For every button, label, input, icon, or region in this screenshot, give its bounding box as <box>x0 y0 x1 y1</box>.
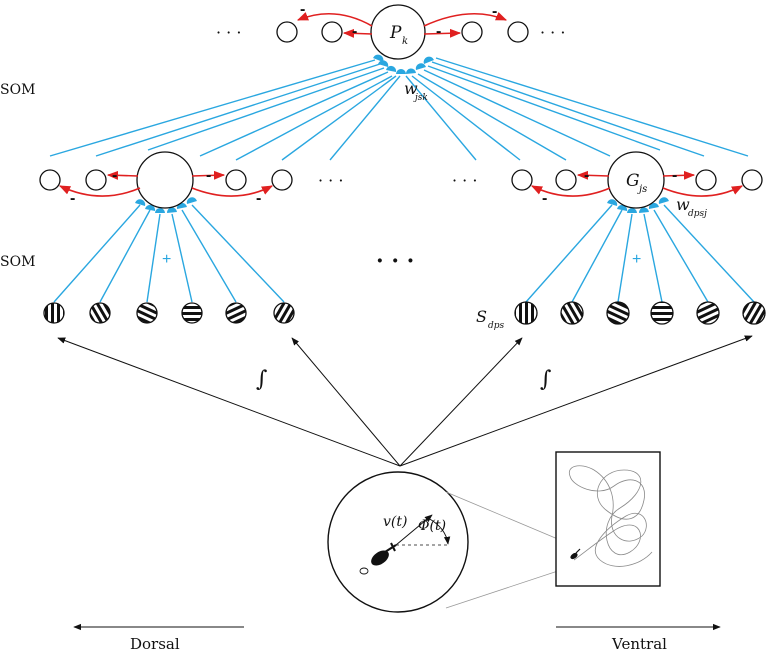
middle-neuron <box>271 169 293 191</box>
ellipsis-center: · · · <box>376 248 414 274</box>
integral-left: ∫ <box>256 367 268 392</box>
w-top-label: w <box>404 79 418 98</box>
trajectory-inset <box>555 451 661 587</box>
input-neuron <box>136 302 158 324</box>
right-som-connections <box>525 204 755 303</box>
excitatory-plus-right: + <box>632 251 641 268</box>
top-neuron <box>321 21 343 43</box>
w-right-subscript: dpsj <box>688 209 707 219</box>
s-label: S <box>476 307 487 326</box>
p-node-synapses <box>373 54 434 74</box>
input-neuron <box>89 302 111 324</box>
middle-neuron <box>39 169 61 191</box>
middle-neuron <box>85 169 107 191</box>
trajectory-path <box>568 465 653 567</box>
velocity-label: v(t) <box>383 514 407 530</box>
w-top-subscript: jsk <box>413 93 428 103</box>
g-node <box>607 151 665 209</box>
ventral-label: Ventral <box>611 635 667 653</box>
left-big-node <box>136 151 194 209</box>
right-node-synapses <box>607 197 669 213</box>
middle-inhibitory-arrows <box>58 170 743 197</box>
p-node-label: P <box>389 23 402 43</box>
inhibitory-minus-signs: - - - - - - - - - - - <box>70 1 677 207</box>
agent-circle <box>327 471 577 613</box>
top-neuron <box>276 21 298 43</box>
minus-sign: - <box>70 190 75 207</box>
som-label-bottom: SOM <box>0 254 35 270</box>
minus-sign: - <box>542 190 547 207</box>
input-neuron <box>514 301 538 325</box>
minus-sign: - <box>112 167 117 184</box>
ellipsis-top-left: · · · <box>216 23 241 42</box>
ellipsis-top-right: · · · <box>540 23 565 42</box>
minus-sign: - <box>436 23 441 40</box>
input-neuron <box>650 301 674 325</box>
g-node-subscript: js <box>637 184 647 195</box>
heading-label: Φ̇(t) <box>418 518 446 534</box>
integration-arrows <box>57 335 753 467</box>
input-neuron <box>742 301 766 325</box>
top-neuron <box>461 21 483 43</box>
top-row <box>276 4 529 60</box>
input-neuron <box>225 302 247 324</box>
minus-sign: - <box>672 167 677 184</box>
minus-sign: - <box>352 23 357 40</box>
g-node-label: G <box>626 171 640 191</box>
middle-neuron <box>695 169 717 191</box>
ellipsis-middle-right: · · · <box>452 171 477 190</box>
input-neuron <box>696 301 720 325</box>
agent-icon <box>359 542 397 575</box>
minus-sign: - <box>492 3 497 20</box>
left-node-synapses <box>135 197 197 213</box>
minus-sign: - <box>256 190 261 207</box>
middle-neuron <box>225 169 247 191</box>
minus-sign: - <box>584 167 589 184</box>
ellipsis-middle-left: · · · <box>318 171 343 190</box>
minus-sign: - <box>206 167 211 184</box>
middle-neuron <box>511 169 533 191</box>
right-inputs <box>514 301 766 325</box>
dorsal-label: Dorsal <box>130 635 180 653</box>
input-neuron <box>273 302 295 324</box>
input-neuron <box>43 302 65 324</box>
middle-neuron <box>555 169 577 191</box>
top-som-connections <box>49 57 749 161</box>
left-inputs <box>43 302 295 324</box>
left-som-connections <box>53 204 285 303</box>
s-label-subscript: dps <box>488 321 505 331</box>
p-node <box>370 4 426 60</box>
excitatory-plus-left: + <box>162 251 171 268</box>
input-neuron <box>606 301 630 325</box>
p-node-subscript: k <box>402 36 408 47</box>
top-neuron <box>507 21 529 43</box>
middle-neuron <box>741 169 763 191</box>
input-neuron <box>181 302 203 324</box>
integral-right: ∫ <box>540 367 552 392</box>
w-right-label: w <box>676 195 690 214</box>
top-inhibitory-arrows <box>296 11 508 38</box>
som-label-top: SOM <box>0 82 35 98</box>
minus-sign: - <box>300 1 305 18</box>
middle-row <box>39 151 763 209</box>
inset-agent-icon <box>570 548 581 560</box>
input-neuron <box>560 301 584 325</box>
